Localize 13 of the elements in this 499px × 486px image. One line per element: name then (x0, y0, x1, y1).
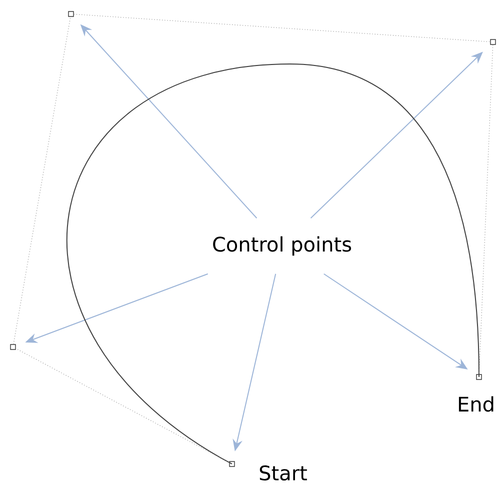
control-polygon-line (74, 14, 490, 42)
point-marker (490, 39, 496, 45)
point-marker (68, 11, 74, 17)
point-marker (229, 461, 235, 467)
caption-text: Control points (213, 236, 352, 256)
point-label: End (458, 396, 494, 412)
point-marker (10, 344, 16, 350)
control-polygon-line (16, 348, 230, 463)
control-polygon-line (478, 44, 494, 374)
point-label: Start (260, 465, 307, 481)
control-polygon-line (13, 16, 71, 344)
point-marker (476, 374, 482, 380)
curve-line (67, 64, 480, 464)
